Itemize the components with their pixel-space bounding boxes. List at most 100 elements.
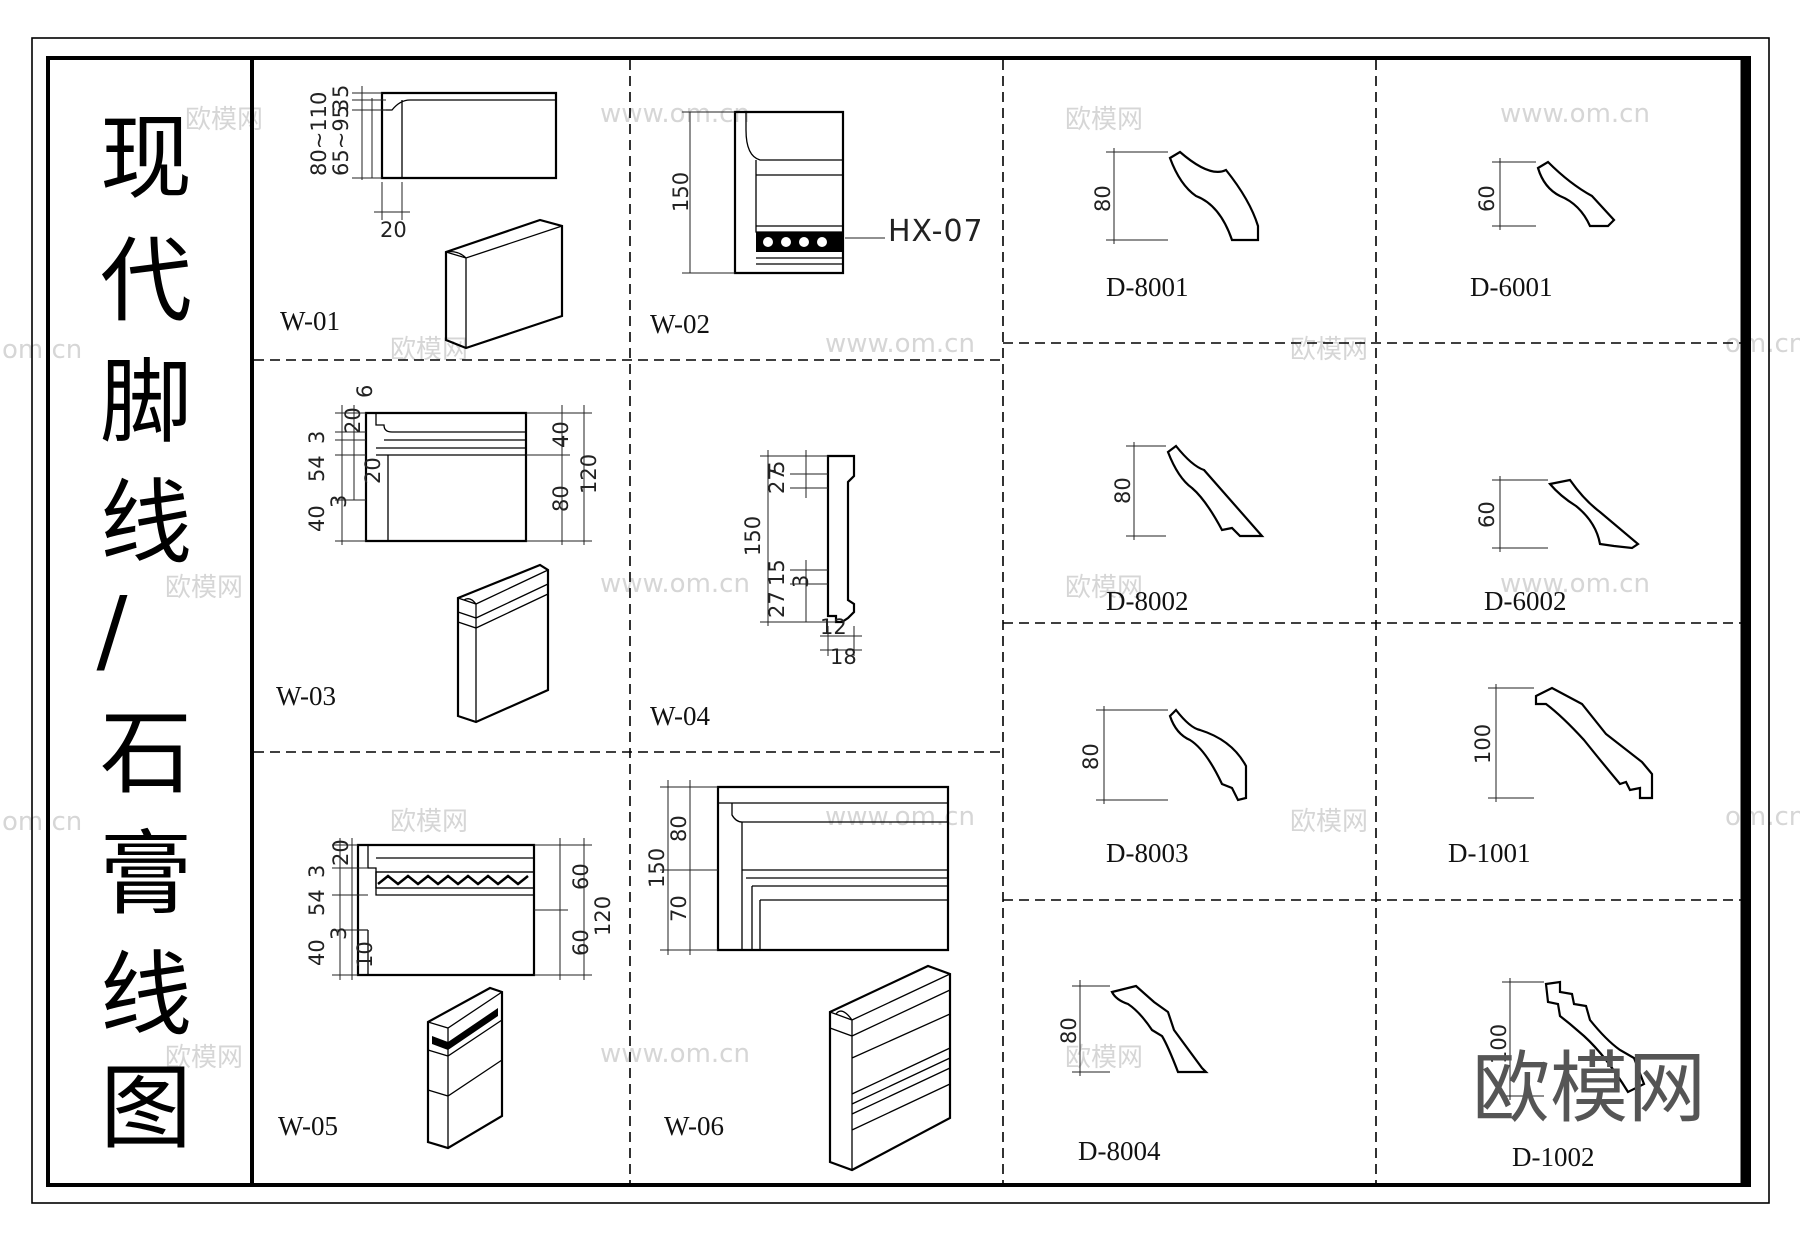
sheet-title: 现 代 脚 线 / 石 膏 线 图 [97, 105, 193, 1162]
watermark-logo: 欧模网 [1472, 1044, 1706, 1134]
cornice-d8002: 80 D-8002 [1106, 442, 1265, 616]
w01-section [380, 91, 558, 180]
d6001-label: D-6001 [1470, 272, 1553, 302]
w03-dim: 40 [549, 421, 573, 448]
w03-dim: 6 [353, 385, 377, 398]
d8003-label: D-8003 [1106, 838, 1189, 868]
watermark-brand: 欧模网 [165, 573, 243, 603]
watermark-url: om.cn [1725, 802, 1800, 832]
skirting-w02: 150 HX-07 W-02 [650, 110, 984, 339]
w02-label: W-02 [650, 309, 710, 339]
skirting-w01: 80~110 65~95 5 3 20 W-01 [280, 85, 564, 350]
w01-profile [382, 99, 556, 111]
title-char: 代 [100, 228, 192, 335]
cornice-d6002: 60 D-6002 [1475, 476, 1640, 616]
w06-dim-lower: 70 [667, 895, 691, 922]
w05-dim: 60 [569, 929, 593, 956]
w03-dim: 3 [305, 431, 329, 444]
w01-dim-overall: 80~110 [307, 92, 331, 176]
title-char: 石 [100, 700, 192, 807]
w06-label: W-06 [664, 1111, 724, 1141]
watermark-url: www.om.cn [600, 1039, 750, 1069]
w04-dim: 5 [765, 461, 789, 474]
w04-dim: 27 [765, 591, 789, 618]
w03-dim: 80 [549, 485, 573, 512]
d8001-label: D-8001 [1106, 272, 1189, 302]
w05-dim: 120 [591, 896, 615, 936]
w04-dim-height: 150 [741, 516, 765, 556]
watermark-brand: 欧模网 [1065, 573, 1143, 603]
outer-frame [31, 37, 1770, 1204]
title-char: 膏 [100, 821, 192, 928]
w05-dim: 20 [329, 839, 353, 866]
w04-dim: 3 [789, 575, 813, 588]
watermark-brand: 欧模网 [1065, 1043, 1143, 1073]
cornice-d6001: 60 D-6001 [1470, 158, 1616, 302]
d8004-dim: 80 [1057, 1017, 1081, 1044]
watermark-brand: 欧模网 [1290, 335, 1368, 365]
w03-dim: 20 [341, 407, 365, 434]
cornice-d8001: 80 D-8001 [1091, 148, 1260, 302]
w02-dim-height: 150 [669, 172, 693, 212]
skirting-w04: 150 5 27 27 15 3 12 18 W-04 [650, 450, 862, 731]
d8002-dim: 80 [1111, 477, 1135, 504]
watermark-brand: 欧模网 [390, 807, 468, 837]
w05-dim: 40 [305, 939, 329, 966]
w06-dim-upper: 80 [667, 815, 691, 842]
w06-section [716, 785, 950, 952]
d6002-label: D-6002 [1484, 586, 1567, 616]
grid-lines [254, 60, 1744, 1183]
w03-dim: 3 [327, 495, 351, 508]
w04-dim: 15 [765, 559, 789, 586]
cornice-d8003: 80 D-8003 [1079, 706, 1248, 868]
w05-dim: 3 [327, 927, 351, 940]
w04-profile [826, 454, 856, 624]
skirting-w03: 6 20 3 54 20 40 3 40 80 120 W-03 [276, 385, 601, 724]
w01-label: W-01 [280, 306, 340, 336]
w01-dim-tick: 3 [329, 99, 353, 112]
w05-section [356, 843, 536, 977]
w04-dim: 18 [830, 645, 857, 669]
d1001-label: D-1001 [1448, 838, 1531, 868]
w06-isometric [828, 964, 952, 1172]
cornice-d8004: 80 D-8004 [1057, 980, 1209, 1166]
w03-dim: 120 [577, 454, 601, 494]
d1002-dim: 100 [1487, 1024, 1511, 1064]
d1001-dim: 100 [1471, 724, 1495, 764]
w03-dim: 20 [361, 457, 385, 484]
w06-dim-height: 150 [645, 848, 669, 888]
skirting-w05: 20 3 54 40 3 10 60 60 120 W-05 [278, 838, 615, 1150]
w02-section [733, 110, 845, 275]
cornice-d1001: 100 D-1001 [1448, 684, 1654, 868]
watermark-brand: 欧模网 [1065, 105, 1143, 135]
d8001-dim: 80 [1091, 185, 1115, 212]
watermark-url: www.om.cn [825, 802, 975, 832]
title-char: 线 [100, 470, 192, 577]
cornice-d1002: 100 D-1002 [1487, 978, 1646, 1172]
w02-callout: HX-07 [888, 214, 984, 249]
title-char: 现 [100, 105, 192, 212]
w04-dim: 12 [820, 615, 847, 639]
watermark-url: om.cn [1725, 329, 1800, 359]
watermark-layer: 欧模网 www.om.cn 欧模网 www.om.cn om.cn 欧模网 ww… [2, 99, 1800, 1073]
d6001-dim: 60 [1475, 185, 1499, 212]
watermark-url: om.cn [2, 335, 82, 365]
watermark-url: www.om.cn [600, 99, 750, 129]
w05-fret-pattern [375, 871, 535, 889]
w02-ornament [756, 232, 843, 265]
d8003-dim: 80 [1079, 743, 1103, 770]
d1002-label: D-1002 [1512, 1142, 1595, 1172]
w05-dim: 10 [353, 941, 377, 968]
w05-dim: 3 [305, 865, 329, 878]
w03-isometric [456, 563, 550, 724]
skirting-w06: 150 80 70 W-06 [645, 780, 952, 1172]
w01-dim-tick: 5 [329, 85, 353, 98]
w04-dim: 27 [765, 467, 789, 494]
w01-dim-width: 20 [380, 218, 407, 242]
w03-dim: 40 [305, 505, 329, 532]
w03-label: W-03 [276, 681, 336, 711]
watermark-url: om.cn [2, 807, 82, 837]
w05-dim: 60 [569, 863, 593, 890]
title-char: / [97, 577, 128, 684]
watermark-brand: 欧模网 [1290, 807, 1368, 837]
